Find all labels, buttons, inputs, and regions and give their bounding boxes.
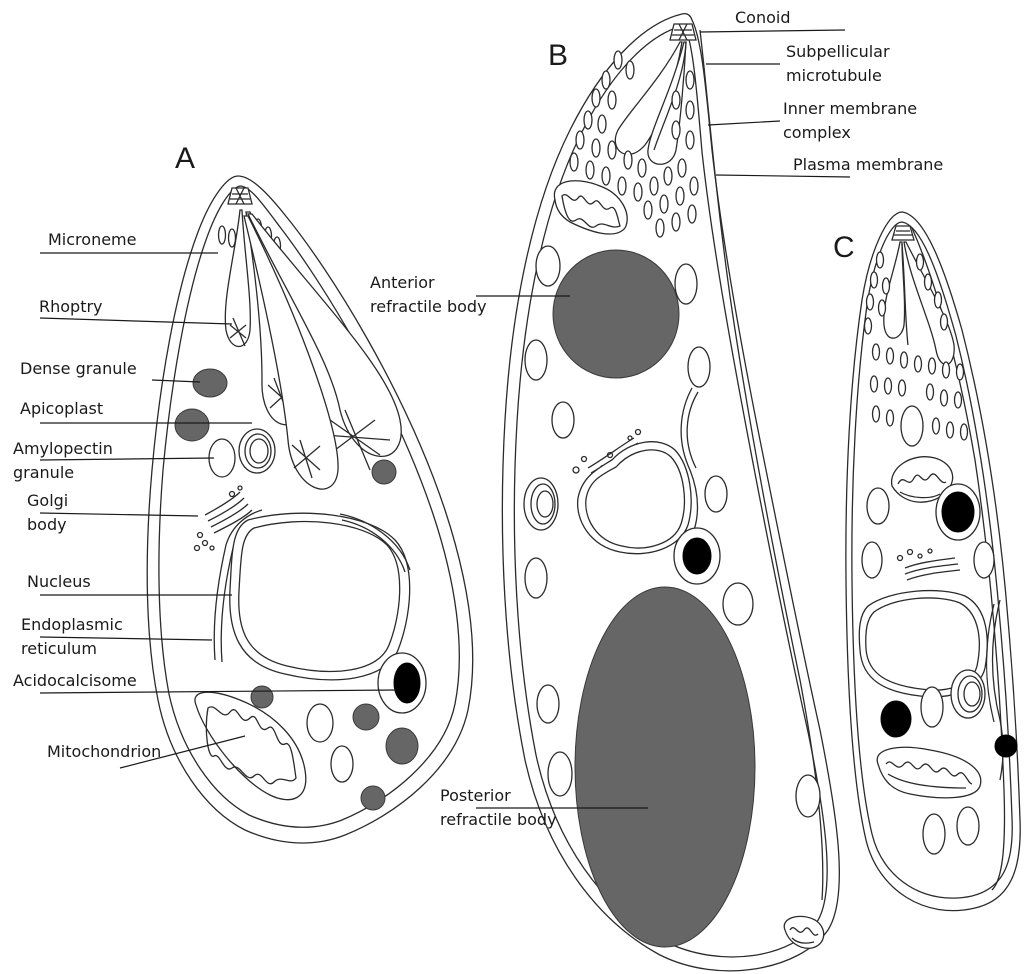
label-acidocalcisome: Acidocalcisome	[13, 671, 137, 690]
label-posterior-2: refractile body	[440, 810, 557, 829]
label-subpellicular-2: microtubule	[786, 66, 882, 85]
label-nucleus: Nucleus	[27, 572, 91, 591]
label-apicoplast: Apicoplast	[20, 399, 103, 418]
label-inner-membrane-2: complex	[783, 123, 851, 142]
cell-c-acidocalcisome	[936, 484, 980, 540]
panel-label-c: C	[833, 231, 855, 264]
label-er-2: reticulum	[21, 639, 97, 658]
label-rhoptry: Rhoptry	[39, 297, 103, 316]
cell-a-apicoplast	[239, 429, 275, 473]
label-microneme: Microneme	[48, 230, 136, 249]
cell-c-conoid	[892, 226, 914, 240]
cell-b-posterior-refractile-body	[575, 587, 755, 947]
cell-b-acidocalcisome	[674, 528, 720, 584]
label-inner-membrane-1: Inner membrane	[783, 99, 917, 118]
label-golgi-2: body	[27, 515, 67, 534]
label-amylopectin-2: granule	[13, 463, 74, 482]
label-mitochondrion: Mitochondrion	[47, 742, 161, 761]
panel-label-b: B	[548, 39, 568, 72]
label-anterior-2: refractile body	[370, 297, 487, 316]
label-conoid: Conoid	[735, 8, 791, 27]
cell-a-nucleus	[230, 513, 410, 680]
label-dense-granule: Dense granule	[20, 359, 137, 378]
panel-label-a: A	[175, 142, 195, 175]
label-golgi-1: Golgi	[27, 491, 68, 510]
label-posterior-1: Posterior	[440, 786, 511, 805]
cell-c-apicoplast	[951, 670, 985, 718]
label-plasma-membrane: Plasma membrane	[793, 155, 943, 174]
cell-a-acidocalcisome	[378, 653, 426, 713]
cell-a-dense-granule	[193, 369, 227, 397]
cell-c	[846, 212, 1020, 911]
cell-b-anterior-refractile-body	[553, 250, 679, 378]
cell-a-apicoplast-granule	[175, 409, 209, 441]
cell-b-apicoplast	[524, 478, 558, 530]
label-amylopectin-1: Amylopectin	[13, 439, 113, 458]
label-er-1: Endoplasmic	[21, 615, 123, 634]
label-anterior-1: Anterior	[370, 273, 435, 292]
label-subpellicular-1: Subpellicular	[786, 42, 890, 61]
